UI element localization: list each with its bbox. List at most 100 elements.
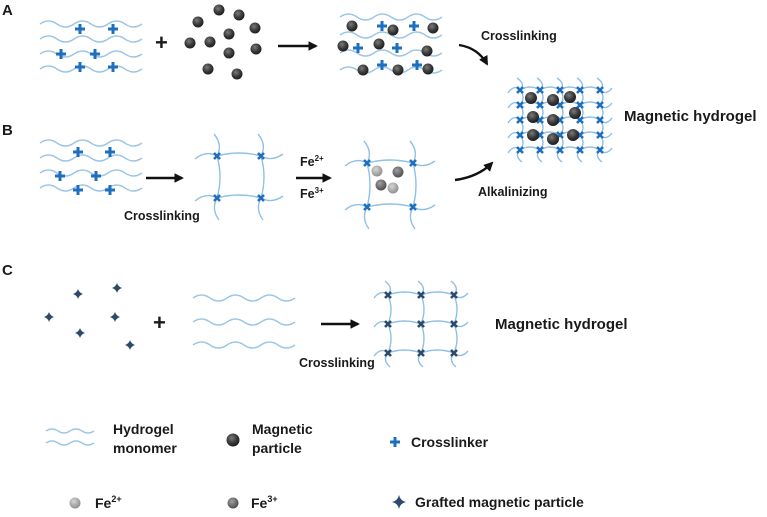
legend-label: particle [252, 440, 302, 456]
crosslinker-icon [377, 60, 387, 70]
polymer-chain [344, 203, 436, 211]
crosslinker-icon [108, 24, 118, 34]
result-label-magnetic-hydrogel: Magnetic hydrogel [624, 108, 757, 125]
magnetic-particle-icon [337, 40, 349, 52]
magnetic-particle-icon [387, 24, 399, 36]
panel-a-monomer-particle-mix [337, 13, 443, 76]
reagent-fe2-label: Fe2+ [300, 154, 324, 169]
crosslinker-icon [108, 62, 118, 72]
magnetic-particle-icon [547, 114, 559, 126]
crosslinker-icon [353, 43, 363, 53]
legend-label: Magnetic [252, 421, 313, 437]
crosslinker-icon [56, 49, 66, 59]
crosslinker-icon [55, 171, 65, 181]
crosslink-node-icon [516, 86, 524, 94]
magnetic-particle-icon [202, 63, 214, 75]
crosslink-node-icon [213, 152, 221, 160]
magnetic-particle-icon [223, 47, 235, 59]
hydrogel-monomer-icon [45, 428, 95, 434]
legend-item-fe2: Fe2+ [69, 494, 122, 511]
reagent-fe3-label: Fe3+ [300, 186, 324, 201]
magnetic-particle-icon [547, 133, 559, 145]
crosslink-node-icon [576, 86, 584, 94]
legend-label: Fe2+ [95, 494, 122, 511]
magnetic-particle-icon [547, 94, 559, 106]
crosslinker-icon [390, 437, 400, 447]
magnetic-particle-icon [422, 63, 434, 75]
magnetic-particle-icon [569, 107, 581, 119]
fe2-ion-icon [371, 165, 383, 177]
magnetic-particle-icon [392, 64, 404, 76]
crosslinker-icon [75, 62, 85, 72]
crosslink-node-icon [516, 101, 524, 109]
crosslink-node-icon [516, 131, 524, 139]
magnetic-particle-icon [564, 91, 576, 103]
hydrogel-monomer-strand [39, 154, 143, 162]
magnetic-particle-icon [226, 433, 240, 447]
grafted-magnetic-particle-icon [125, 340, 135, 350]
crosslink-node-icon [384, 349, 392, 357]
crosslink-node-icon [536, 146, 544, 154]
legend-item-crosslinker: Crosslinker [390, 434, 489, 450]
hydrogel-monomer-strand [39, 35, 143, 43]
hydrogel-monomer-strand [339, 13, 443, 21]
plus-sign: + [153, 310, 166, 335]
panel-c-hydrogel-monomers [192, 294, 296, 349]
crosslink-node-icon [516, 146, 524, 154]
magnetic-particle-icon [427, 22, 439, 34]
curved-arrow-icon [458, 43, 489, 66]
magnetic-particle-icon [346, 20, 358, 32]
magnetic-particle-icon [204, 36, 216, 48]
grafted-magnetic-particle-icon [75, 328, 85, 338]
polymer-chain [194, 152, 284, 160]
panel-b-monomer-crosslinker-mix [39, 139, 143, 195]
hydrogel-monomer-strand [39, 184, 143, 192]
panel-c-grafted-particles [44, 283, 135, 350]
crosslink-node-icon [516, 116, 524, 124]
crosslink-node-icon [536, 101, 544, 109]
grafted-magnetic-particle-icon [392, 495, 406, 509]
magnetic-particle-icon [357, 64, 369, 76]
crosslink-node-icon [450, 349, 458, 357]
step-label-crosslinking: Crosslinking [124, 209, 200, 223]
crosslink-node-icon [596, 101, 604, 109]
crosslink-node-icon [596, 86, 604, 94]
legend-label: Crosslinker [411, 434, 489, 450]
magnetic-particle-icon [231, 68, 243, 80]
polymer-chain [194, 194, 284, 202]
hydrogel-monomer-strand [39, 139, 143, 147]
crosslinker-icon [75, 24, 85, 34]
crosslinker-icon [91, 171, 101, 181]
magnetic-particle-icon [421, 45, 433, 57]
magnetic-particle-icon [223, 28, 235, 40]
crosslinker-icon [390, 437, 400, 447]
magnetic-particle-icon [373, 38, 385, 50]
crosslink-node-icon [409, 159, 417, 167]
panel-b-crosslinked-network [194, 133, 284, 221]
crosslink-node-icon [576, 146, 584, 154]
magnetic-particle-icon [192, 16, 204, 28]
crosslinker-icon [105, 147, 115, 157]
hydrogel-monomer-strand [192, 341, 296, 349]
step-label-alkalinizing: Alkalinizing [478, 185, 547, 199]
crosslinker-icon [392, 43, 402, 53]
crosslink-node-icon [556, 86, 564, 94]
fe2-ion-icon [387, 182, 399, 194]
legend-item-fe3: Fe3+ [227, 494, 278, 511]
magnetic-particle-icon [233, 9, 245, 21]
crosslinker-icon [73, 147, 83, 157]
crosslinker-icon [409, 21, 419, 31]
curved-arrow-icon [454, 161, 494, 182]
grafted-magnetic-particle-icon [392, 495, 406, 509]
grafted-magnetic-particle-icon [73, 289, 83, 299]
magnetic-particle-icon [527, 129, 539, 141]
legend-label: Hydrogel [113, 421, 174, 437]
legend-label: Fe3+ [251, 494, 278, 511]
polymer-chain [213, 133, 221, 221]
crosslink-node-icon [384, 291, 392, 299]
panel-label-c: C [2, 262, 13, 279]
crosslinker-icon [90, 49, 100, 59]
crosslink-node-icon [257, 194, 265, 202]
magnetic-particle-icon [249, 22, 261, 34]
